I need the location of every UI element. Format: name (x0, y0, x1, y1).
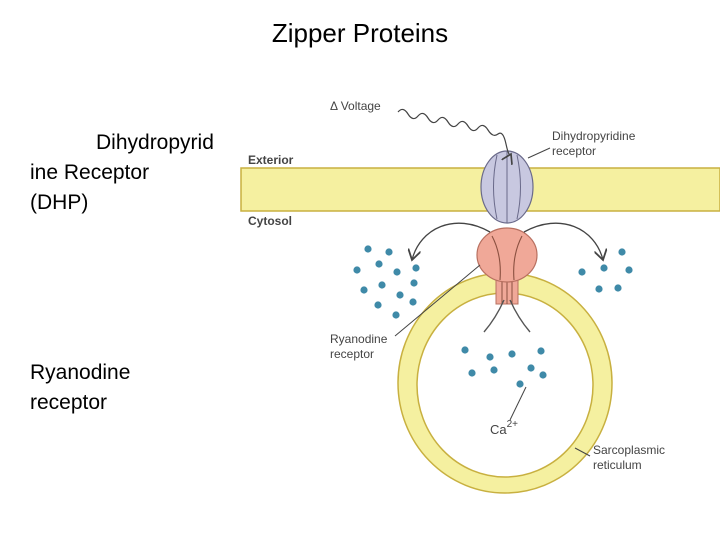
calcium-ion (410, 279, 418, 287)
calcium-ion (490, 366, 498, 374)
sr-diagram-label-1: Sarcoplasmic (593, 443, 665, 457)
calcium-ion (516, 380, 524, 388)
calcium-ion (595, 285, 603, 293)
calcium-ion (600, 264, 608, 272)
calcium-ion (412, 264, 420, 272)
calcium-ion (625, 266, 633, 274)
dhp-leader-line (527, 147, 551, 159)
exterior-label: Exterior (248, 153, 294, 167)
calcium-ion (539, 371, 547, 379)
release-arrow-right (523, 222, 603, 260)
dhp-side-line-1: Dihydropyrid (96, 131, 214, 154)
dhp-side-line-3: (DHP) (30, 191, 89, 214)
calcium-ion (409, 298, 417, 306)
ryr-side-line-2: receptor (30, 391, 108, 414)
calcium-ion (378, 281, 386, 289)
calcium-ions (353, 245, 633, 388)
calcium-leader-line (509, 386, 527, 421)
calcium-ion (468, 369, 476, 377)
dhp-diagram-label-2: receptor (552, 144, 596, 158)
voltage-label: Δ Voltage (330, 99, 381, 113)
dhp-receptor (480, 150, 534, 224)
calcium-ion (537, 347, 545, 355)
calcium-ion (364, 245, 372, 253)
cytosol-label: Cytosol (248, 214, 292, 228)
calcium-ion (618, 248, 626, 256)
sr-lumen (416, 292, 594, 478)
calcium-label-charge: 2+ (507, 419, 519, 430)
dhp-side-label: Dihydropyrid ine Receptor (DHP) (30, 128, 230, 218)
ryr-body (476, 227, 538, 283)
calcium-ion (396, 291, 404, 299)
calcium-ion (375, 260, 383, 268)
calcium-label: Ca2+ (490, 419, 518, 437)
ryr-diagram-label-2: receptor (330, 347, 374, 361)
dhp-diagram-label-1: Dihydropyridine (552, 129, 636, 143)
calcium-ion (614, 284, 622, 292)
sr-leader-line (574, 447, 591, 457)
calcium-ion (393, 268, 401, 276)
slide-title: Zipper Proteins (271, 18, 449, 48)
calcium-ion (461, 346, 469, 354)
ryr-side-label: Ryanodine receptor (30, 358, 230, 418)
calcium-ion (508, 350, 516, 358)
calcium-ion (527, 364, 535, 372)
calcium-ion (486, 353, 494, 361)
ryr-stalk (483, 277, 531, 333)
ryr-leader-line (394, 264, 481, 337)
calcium-ion (392, 311, 400, 319)
ryr-diagram-label-1: Ryanodine (330, 332, 388, 346)
dhp-side-line-2: ine Receptor (30, 161, 150, 184)
calcium-ion (385, 248, 393, 256)
voltage-signal-arrow (397, 108, 511, 154)
calcium-label-base: Ca (490, 422, 507, 437)
calcium-ion (353, 266, 361, 274)
sr-diagram-label-2: reticulum (593, 458, 642, 472)
ryr-side-line-1: Ryanodine (30, 361, 131, 384)
calcium-ion (374, 301, 382, 309)
release-arrow-left (412, 222, 491, 260)
calcium-ion (578, 268, 586, 276)
calcium-ion (360, 286, 368, 294)
